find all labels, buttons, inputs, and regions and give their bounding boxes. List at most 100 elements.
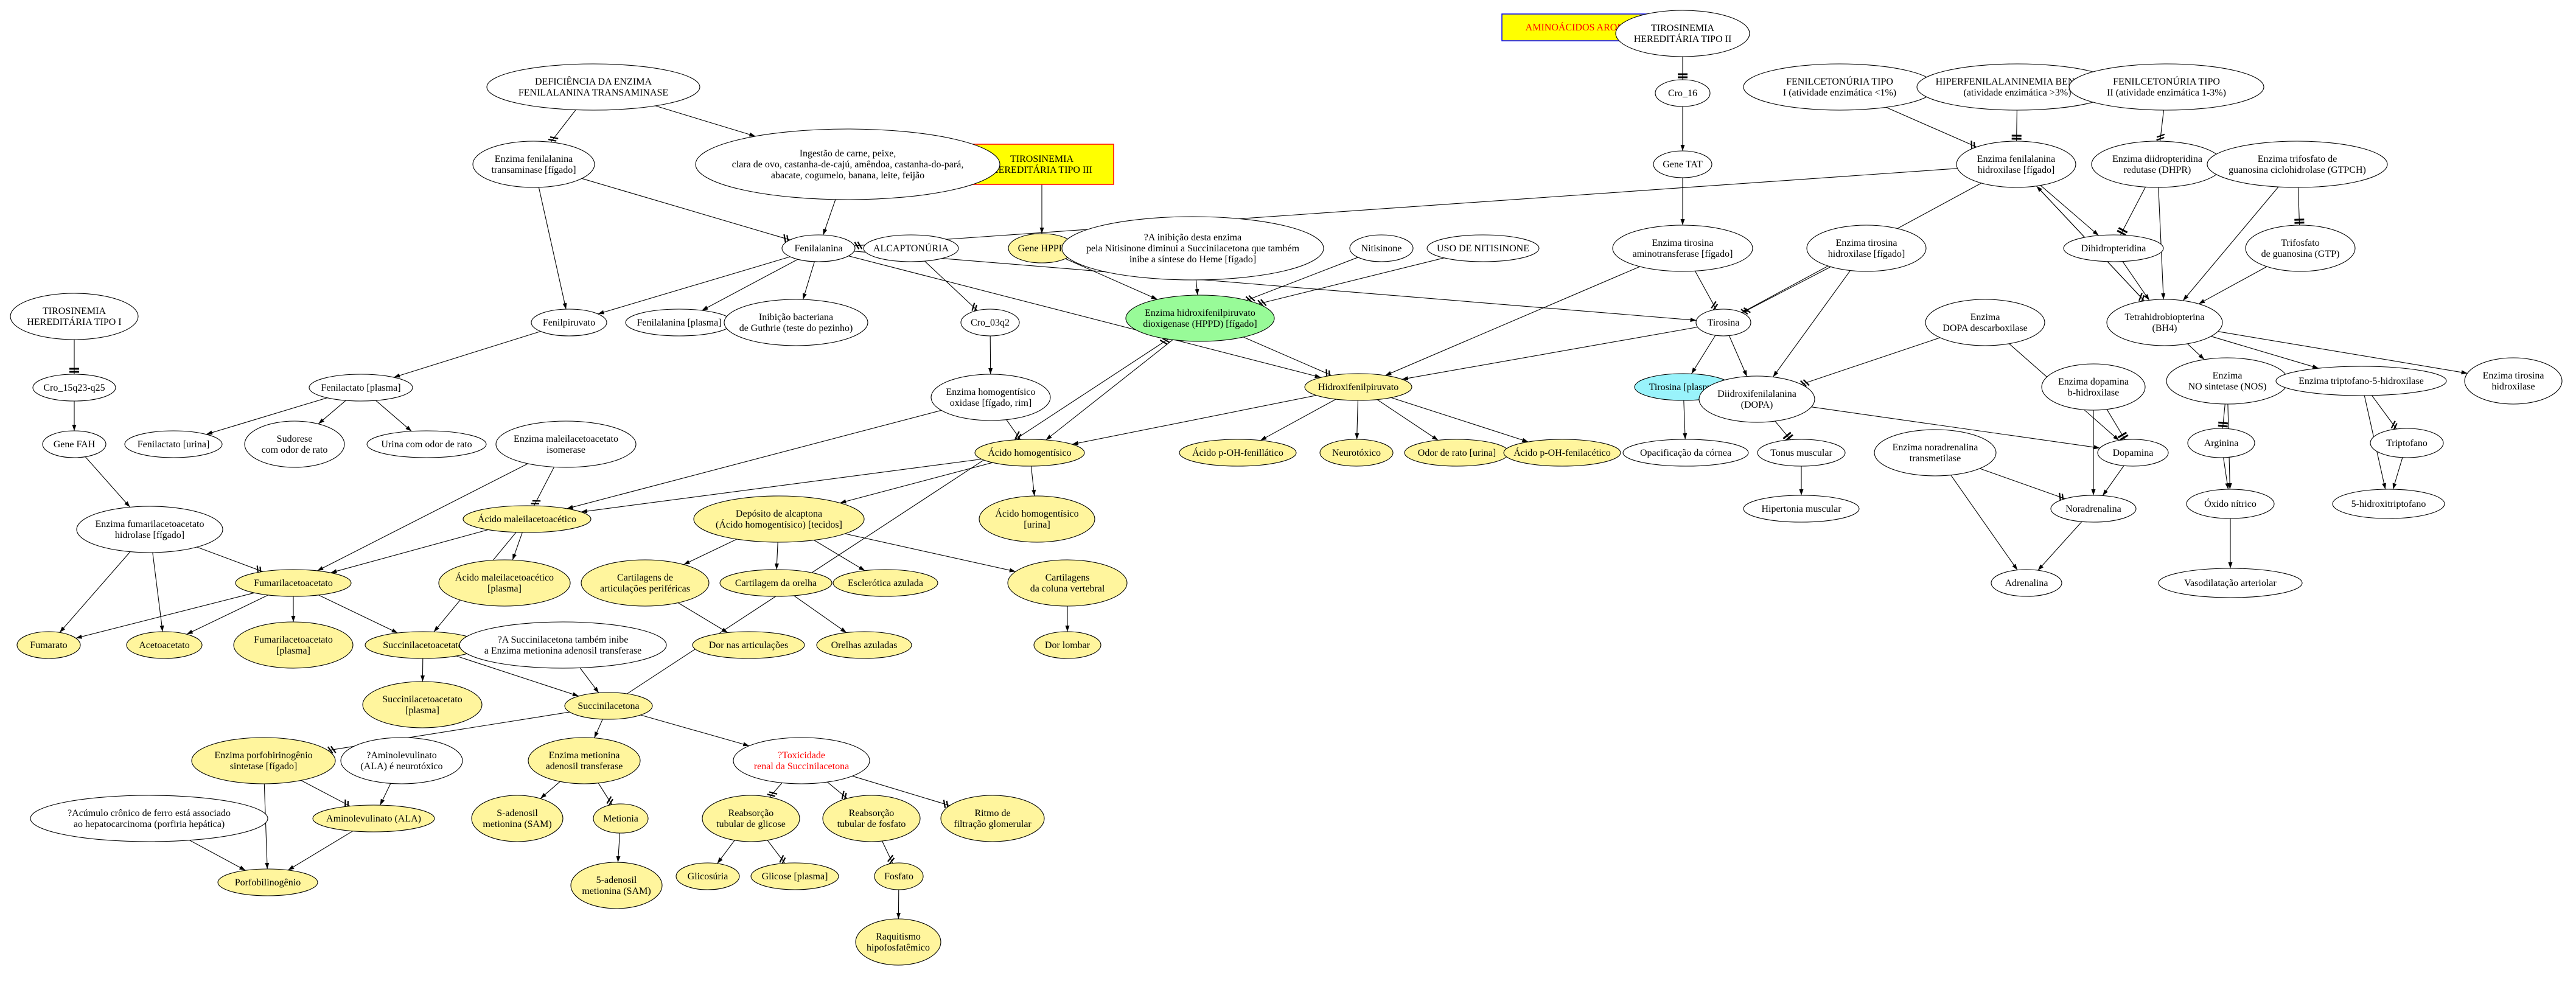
edge-enzdopb-dopamina <box>2106 409 2129 441</box>
node-shape <box>1061 216 1324 281</box>
node-label: tubular de glicose <box>716 819 786 829</box>
edge-line <box>318 595 398 633</box>
node-label: TIROSINEMIA <box>1651 23 1714 33</box>
node-shape <box>30 795 268 842</box>
edge-cartorelha-orelhas <box>794 595 847 633</box>
edge-deposito-cartorelha <box>774 542 779 570</box>
edge-line <box>330 529 489 573</box>
node-label: Tirosina [plasma] <box>1649 382 1718 393</box>
node-label: adenosil transferase <box>546 761 623 772</box>
node-dopamina: Dopamina <box>2097 439 2169 467</box>
edge-line <box>456 655 579 697</box>
edge-line <box>75 592 255 639</box>
inhibit-mark <box>1743 307 1751 313</box>
edge-enzfenhid-dihidro <box>2040 185 2099 236</box>
inhibit-mark <box>888 857 895 865</box>
edge-line <box>1385 266 1640 376</box>
node-label: Fumarilacetoacetato <box>254 635 333 645</box>
node-label: Dopamina <box>2113 448 2154 458</box>
node-label: Dor lombar <box>1045 640 1091 651</box>
edge-line <box>1401 326 1698 381</box>
node-dorlombar: Dor lombar <box>1033 631 1101 659</box>
edge-dopades-dopa <box>1800 337 1941 387</box>
node-label: Porfobilinogênio <box>235 878 301 888</box>
node-shape <box>309 374 413 402</box>
node-shape <box>1743 63 1936 111</box>
node-adrenalina: Adrenalina <box>1991 569 2062 597</box>
node-label: transaminase [fígado] <box>491 165 576 175</box>
edge-succacet-succinilacetona <box>456 655 579 697</box>
node-label: Noradrenalina <box>2065 504 2121 514</box>
edge-genefah-enzfah <box>85 456 131 508</box>
edge-metionia-sam5 <box>616 832 621 863</box>
node-shape <box>2370 428 2444 458</box>
node-neurotox: Neurotóxico <box>1319 439 1394 467</box>
node-deposito: Depósito de alcaptona(Ácido homogentísic… <box>693 495 865 543</box>
node-label: HEREDITÁRIA TIPO III <box>991 164 1092 175</box>
edge-enztirhid-dopa <box>1773 270 1851 377</box>
node-label: Tetrahidrobiopterina <box>2124 312 2204 323</box>
edge-line <box>1195 279 1199 296</box>
node-shape <box>16 631 81 659</box>
edge-hidroxi-odorrato <box>1377 399 1439 441</box>
edge-line <box>1811 407 2100 450</box>
node-label: [plasma] <box>405 705 439 716</box>
edge-tirosina-hidroxi <box>1401 326 1698 381</box>
node-shape <box>2166 357 2289 405</box>
node-label: Fosfato <box>884 871 913 882</box>
node-label: Opacificação da córnea <box>1640 448 1731 458</box>
edge-bh4-enznos <box>2187 343 2205 360</box>
node-label: Cartilagens <box>1045 573 1090 583</box>
edge-line <box>640 714 750 747</box>
node-shape <box>340 737 463 784</box>
edge-line <box>1742 266 1831 313</box>
edge-line <box>2223 457 2230 490</box>
edge-line <box>2158 187 2166 300</box>
node-label: Cartilagens de <box>617 573 673 583</box>
node-label: Succinilacetoacetato <box>382 694 462 705</box>
node-fenlactplasma: Fenilactato [plasma] <box>309 374 413 402</box>
node-shape <box>10 293 139 340</box>
node-shape <box>1874 429 1997 476</box>
node-label: Diidroxifenilalanina <box>1717 389 1796 399</box>
edge-toxrenal-reabglic <box>767 783 783 798</box>
node-label: articulações periféricas <box>600 584 690 594</box>
node-shape <box>2158 568 2303 598</box>
node-shape <box>42 430 106 458</box>
edge-line <box>814 540 865 571</box>
node-label: Enzima tirosina <box>1652 238 1714 248</box>
node-shape <box>2091 141 2224 188</box>
edge-line <box>594 719 603 738</box>
node-shape <box>1503 439 1621 467</box>
edge-reabglic-glicosuria <box>717 840 735 864</box>
edge-line <box>2159 110 2165 142</box>
node-noradr: Noradrenalina <box>2050 495 2137 523</box>
node-label: 5-adenosil <box>596 875 637 885</box>
edge-enztrip-triptofano <box>2372 395 2398 431</box>
node-cro03: Cro_03q2 <box>960 309 1020 337</box>
node-shape <box>940 795 1045 842</box>
node-genefah: Gene FAH <box>42 430 106 458</box>
node-shape <box>362 681 483 728</box>
inhibit-mark <box>1162 338 1170 343</box>
node-shape <box>76 506 223 553</box>
node-label: Sudorese <box>277 434 313 444</box>
edge-triptofano-hidroxitrip <box>2392 457 2403 490</box>
node-shape <box>217 868 318 896</box>
edge-enzporfo-porfobil <box>264 783 270 870</box>
node-label: dioxigenase (HPPD) [fígado] <box>1143 319 1257 329</box>
node-metionia: Metionia <box>593 803 649 834</box>
edge-line <box>1775 420 1791 441</box>
node-label: Enzima homogentísico <box>946 387 1035 397</box>
node-maleil: Ácido maleilacetoacético <box>462 505 592 533</box>
node-label: Ácido p-OH-fenillático <box>1192 447 1283 458</box>
node-label: b-hidroxilase <box>2068 388 2119 398</box>
edge-fenilalanina-guthrie <box>802 261 815 300</box>
node-acidohomo: Ácido homogentísico <box>974 439 1085 467</box>
inhibit-mark <box>2218 424 2228 428</box>
node-label: Dihidropteridina <box>2081 243 2146 254</box>
edge-enznoradr-adrenalina <box>1950 475 2018 571</box>
